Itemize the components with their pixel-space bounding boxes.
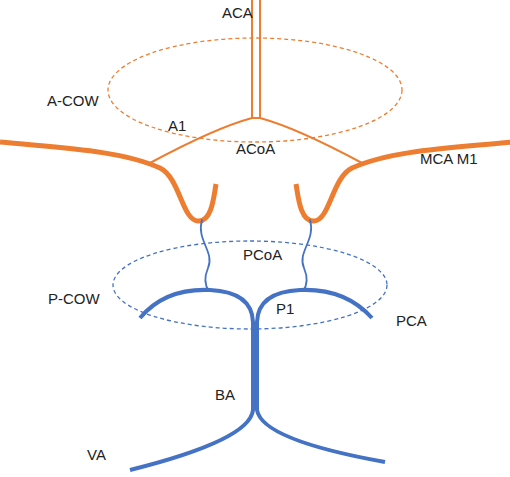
pcoa-vessel [302, 220, 311, 291]
vessel-label: A1 [168, 117, 186, 134]
region-ellipse: A-COW [107, 37, 403, 143]
dashed-ellipse [108, 38, 402, 142]
mca-vessel [0, 142, 216, 221]
mca-vessel [296, 142, 510, 221]
ellipse-outline [107, 37, 403, 143]
region-label: A-COW [47, 92, 99, 109]
vessel-label: ACoA [236, 140, 275, 157]
acoa-vessel [252, 117, 260, 119]
region-label: P-COW [48, 290, 100, 307]
vessel-label: PCA [396, 312, 427, 329]
a1-vessel [260, 118, 362, 163]
vessel-label: P1 [276, 300, 294, 317]
aca-vessel [259, 0, 261, 118]
vessel-label: BA [215, 386, 235, 403]
posterior-vessels [130, 220, 385, 470]
anterior-vessels [0, 0, 510, 221]
pca-ba-va-vessel [130, 290, 253, 470]
vessel-label: MCA M1 [420, 150, 478, 167]
dashed-ellipse [113, 241, 387, 329]
vessel-label: VA [87, 446, 106, 463]
vessel-label: ACA [222, 4, 253, 21]
pca-ba-va-vessel [257, 290, 385, 462]
vessel-label: PCoA [243, 246, 282, 263]
pcoa-vessel [201, 220, 210, 291]
